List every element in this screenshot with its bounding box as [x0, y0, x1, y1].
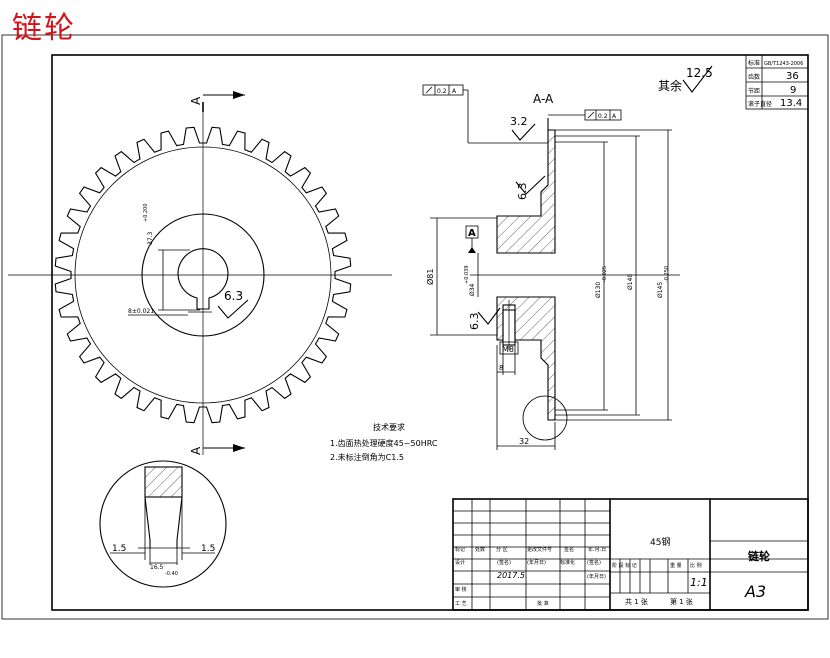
dim-dia130: Ø130 — [595, 282, 602, 298]
root-circle — [74, 146, 332, 404]
section-letter-bottom: A — [189, 446, 203, 455]
tb-total-sheets: 共 1 张 — [625, 597, 648, 606]
keyway-roughness: 6.3 — [224, 289, 243, 303]
dim-dia130-tol: -0.025 — [602, 266, 608, 282]
detail-width-dim: 16.5 — [150, 564, 164, 571]
hub-circle — [141, 213, 265, 337]
sprocket-tooth-profile — [54, 126, 352, 424]
keyway-width-dim: 8±0.021 — [128, 308, 154, 315]
face-roughness: 3.2 — [510, 115, 528, 128]
runout-right-value: 0.2 — [598, 113, 608, 120]
section-title: A-A — [533, 92, 554, 106]
spec-label-2: 节距 — [748, 87, 760, 95]
dim-dia34-tol: +0.039 — [464, 265, 470, 284]
tb-stage-label: 阶 段 标 记 — [612, 562, 637, 569]
notes-heading: 技术要求 — [373, 422, 405, 432]
dim-m8: M8 — [502, 345, 514, 354]
detail-view: 1.5 1.5 16.5 -0.40 — [99, 460, 227, 588]
front-view: A A 37.3 +0.200 8±0.021 6.3 — [8, 91, 392, 455]
section-letter-top: A — [189, 96, 203, 105]
technical-notes: 技术要求 1.齿面热处理硬度45~50HRC 2.未标注倒角为C1.5 — [330, 422, 438, 462]
tb-scale-label: 比 例 — [690, 562, 702, 569]
runout-right-ref: A — [612, 113, 617, 120]
notes-line-1: 1.齿面热处理硬度45~50HRC — [330, 438, 438, 448]
datum-letter: A — [468, 228, 476, 239]
detail-right-dim: 1.5 — [201, 544, 215, 554]
spec-table: 标准 GB/T1243-2006 齿数 36 节距 9 滚子直径 13.4 — [745, 54, 809, 110]
tb-h-zone: 分 区 — [496, 546, 508, 553]
tb-r-date1: (年月日) — [527, 559, 546, 566]
tb-r-date2: (年月日) — [587, 573, 606, 580]
tb-scale: 1:1 — [690, 576, 708, 589]
drawing-title: 链轮 — [12, 11, 76, 46]
detail-callout-circle — [522, 395, 568, 441]
spec-value-1: 36 — [786, 71, 799, 82]
tb-h-count: 处数 — [475, 546, 485, 553]
dim-len32: 32 — [519, 437, 529, 446]
tb-r-sign2: (签名) — [587, 559, 601, 566]
tb-part-name: 链轮 — [748, 549, 770, 563]
tb-r-approve: 批 准 — [537, 600, 549, 607]
tb-date: 2017.5. — [497, 571, 528, 580]
dim-dia145-tol: -0.250 — [664, 266, 670, 282]
general-roughness-label: 其余 — [658, 78, 682, 93]
keyway-height-dim: 37.3 — [147, 231, 154, 245]
runout-left-ref: A — [452, 88, 457, 95]
runout-left-value: 0.2 — [437, 88, 447, 95]
section-view: A-A A Ø81 — [422, 84, 680, 450]
tb-weight-label: 重 量 — [670, 562, 682, 569]
spec-label-0: 标准 — [748, 59, 760, 67]
spec-value-0: GB/T1243-2006 — [764, 61, 803, 67]
dim-dia145: Ø145 — [657, 282, 664, 298]
section-roughness-mid: 6.3 — [468, 313, 481, 331]
spec-value-3: 13.4 — [780, 98, 802, 109]
inner-border — [51, 54, 809, 611]
tb-h-docno: 更改文件号 — [527, 546, 552, 553]
detail-left-dim: 1.5 — [112, 544, 126, 554]
tb-sheet-size: A3 — [744, 582, 766, 601]
keyway-height-tol: +0.200 — [143, 203, 149, 222]
section-roughness-left: 6.3 — [516, 183, 529, 201]
tb-material: 45钢 — [650, 536, 670, 548]
bore-with-keyway — [177, 248, 229, 310]
spec-label-3: 滚子直径 — [748, 100, 772, 108]
spec-value-2: 9 — [790, 85, 796, 96]
general-roughness: 其余 12.5 — [658, 65, 713, 93]
spec-label-1: 齿数 — [748, 73, 760, 81]
detail-width-tol: -0.40 — [165, 571, 178, 577]
outer-border — [1, 34, 829, 620]
dim-eight: 8 — [499, 364, 503, 372]
tb-r-review: 审 核 — [455, 586, 467, 593]
tb-h-date: 年.月.日 — [588, 546, 606, 553]
detail-circle — [99, 460, 227, 588]
tb-h-mark: 标记 — [455, 546, 465, 553]
notes-line-2: 2.未标注倒角为C1.5 — [330, 452, 404, 462]
dim-dia140: Ø140 — [627, 274, 634, 290]
tb-r-process: 工 艺 — [455, 601, 467, 607]
tb-r-sign1: (签名) — [497, 559, 511, 566]
sprocket-teeth — [54, 126, 352, 424]
section-lower-hatch — [496, 296, 556, 421]
dim-dia81: Ø81 — [425, 269, 435, 285]
tb-sheet-no: 第 1 张 — [670, 597, 693, 606]
general-roughness-value: 12.5 — [686, 66, 713, 80]
detail-hatch — [144, 466, 183, 498]
title-block: 标记 处数 分 区 更改文件号 签名 年.月.日 设计 (签名) (年月日) 标… — [452, 498, 809, 611]
tb-h-sign: 签名 — [564, 546, 574, 553]
tb-r-design: 设计 — [455, 559, 465, 566]
tb-r-stdz: 标准化 — [560, 559, 575, 566]
dim-dia34: Ø34 — [469, 283, 476, 296]
